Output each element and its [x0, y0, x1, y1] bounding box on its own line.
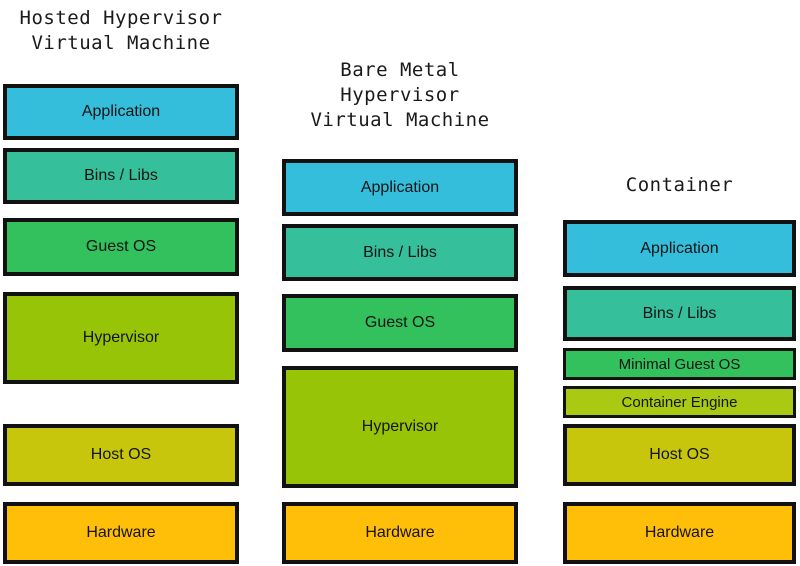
layer-label-host-os: Host OS [649, 446, 710, 463]
layer-label-hypervisor: Hypervisor [361, 418, 439, 435]
layer-guest-os: Guest OS [282, 294, 518, 352]
layer-hypervisor: Hypervisor [3, 292, 239, 384]
layer-label-container-engine: Container Engine [621, 393, 738, 411]
layer-container-engine: Container Engine [563, 386, 796, 418]
layer-label-application: Application [360, 178, 440, 196]
layer-label-guest-os: Guest OS [85, 238, 157, 255]
layer-label-bins-libs: Bins / Libs [84, 167, 158, 184]
layer-label-hypervisor: Hypervisor [82, 329, 160, 346]
stack-column-title-hosted-hypervisor-virtual-machine: Hosted Hypervisor Virtual Machine [19, 7, 223, 54]
layer-host-os: Host OS [3, 424, 239, 486]
layer-label-host-os: Host OS [90, 446, 152, 463]
layer-host-os: Host OS [563, 424, 796, 486]
layer-bins-libs: Bins / Libs [3, 148, 239, 204]
layer-hardware: Hardware [3, 502, 239, 564]
layer-hypervisor: Hypervisor [282, 366, 518, 488]
layer-bins-libs: Bins / Libs [282, 224, 518, 281]
layer-minimal-guest-os: Minimal Guest OS [563, 348, 796, 380]
layer-label-guest-os: Guest OS [364, 314, 436, 331]
layer-application: Application [3, 84, 239, 140]
layer-label-hardware: Hardware [644, 524, 715, 541]
layer-application: Application [563, 220, 796, 277]
layer-label-hardware: Hardware [86, 524, 156, 541]
stack-column-title-bare-metal-hypervisor-virtual-machine: Bare Metal Hypervisor Virtual Machine [310, 59, 490, 131]
layer-label-bins-libs: Bins / Libs [642, 304, 717, 322]
layer-hardware: Hardware [282, 502, 518, 564]
layer-label-hardware: Hardware [365, 524, 435, 541]
layer-hardware: Hardware [563, 502, 796, 564]
layer-guest-os: Guest OS [3, 218, 239, 276]
layer-label-bins-libs: Bins / Libs [363, 243, 437, 261]
layer-bins-libs: Bins / Libs [563, 286, 796, 341]
layer-label-application: Application [640, 239, 719, 257]
layer-application: Application [282, 159, 518, 216]
layer-label-minimal-guest-os: Minimal Guest OS [618, 355, 741, 373]
stack-column-title-container: Container [625, 174, 734, 196]
layer-label-application: Application [81, 103, 161, 120]
